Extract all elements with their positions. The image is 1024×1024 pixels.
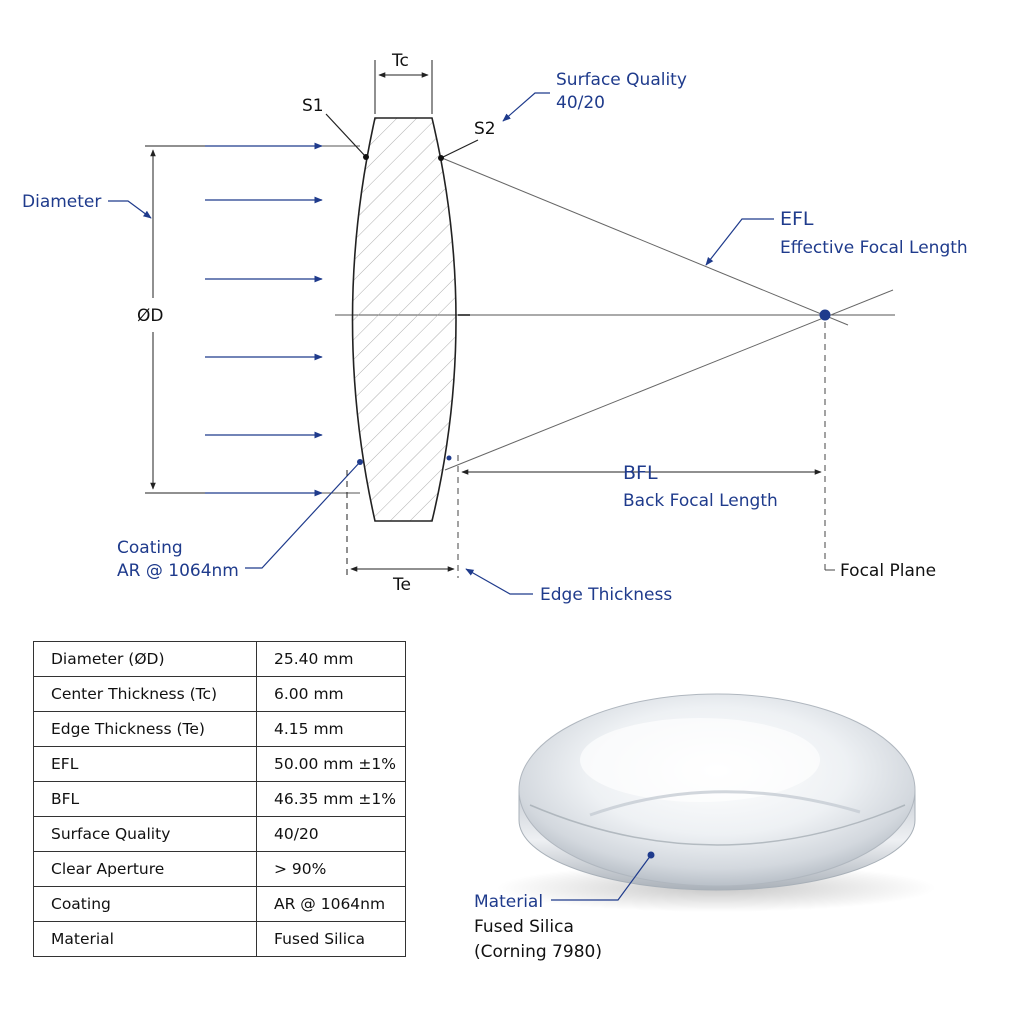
bfl-label: BFL	[623, 462, 658, 484]
spec-value: 40/20	[256, 816, 406, 852]
edge-thickness-leader	[465, 568, 533, 595]
s1-label: S1	[302, 96, 324, 116]
coating-title: Coating	[117, 538, 183, 558]
refracted-rays	[441, 157, 894, 471]
spec-name: Diameter (ØD)	[33, 641, 257, 677]
spec-name: Edge Thickness (Te)	[33, 711, 257, 747]
surface-quality-title: Surface Quality	[556, 70, 687, 90]
spec-value: AR @ 1064nm	[256, 886, 406, 922]
diameter-leader	[108, 200, 152, 219]
efl-label: EFL	[780, 208, 814, 230]
spec-name: EFL	[33, 746, 257, 782]
spec-value: 25.40 mm	[256, 641, 406, 677]
focal-point	[819, 309, 831, 321]
spec-row: Edge Thickness (Te)4.15 mm	[33, 711, 406, 747]
surface-quality-leader	[502, 92, 550, 122]
spec-row: Center Thickness (Tc)6.00 mm	[33, 676, 406, 712]
diameter-dimension	[145, 145, 205, 494]
diameter-symbol: ØD	[137, 306, 163, 326]
spec-row: Diameter (ØD)25.40 mm	[33, 641, 406, 677]
material-value: Fused Silica	[474, 917, 574, 937]
focal-plane-label: Focal Plane	[840, 561, 936, 581]
material-title: Material	[474, 892, 543, 912]
spec-name: Surface Quality	[33, 816, 257, 852]
surface-quality-value: 40/20	[556, 93, 605, 113]
spec-name: BFL	[33, 781, 257, 817]
efl-full-label: Effective Focal Length	[780, 238, 968, 258]
material-detail: (Corning 7980)	[474, 942, 602, 962]
diameter-label: Diameter	[22, 192, 101, 212]
tc-label: Tc	[391, 51, 409, 71]
spec-value: > 90%	[256, 851, 406, 887]
lens-render	[496, 693, 936, 912]
spec-value: 46.35 mm ±1%	[256, 781, 406, 817]
spec-value: Fused Silica	[256, 921, 406, 957]
spec-name: Coating	[33, 886, 257, 922]
coating-value: AR @ 1064nm	[117, 561, 239, 581]
incoming-rays	[205, 142, 323, 497]
spec-value: 50.00 mm ±1%	[256, 746, 406, 782]
coating-leader	[245, 461, 361, 569]
spec-name: Center Thickness (Tc)	[33, 676, 257, 712]
s1-point	[363, 154, 369, 160]
te-dimension	[346, 470, 455, 578]
edge-thickness-label: Edge Thickness	[540, 585, 672, 605]
spec-row: Clear Aperture> 90%	[33, 851, 406, 887]
bfl-full-label: Back Focal Length	[623, 491, 778, 511]
tc-dimension	[374, 60, 433, 114]
spec-name: Material	[33, 921, 257, 957]
spec-value: 4.15 mm	[256, 711, 406, 747]
s2-point	[438, 155, 444, 161]
lens-cross-section	[351, 117, 457, 522]
spec-name: Clear Aperture	[33, 851, 257, 887]
material-leader	[551, 854, 652, 901]
te-label: Te	[392, 575, 411, 595]
spec-value: 6.00 mm	[256, 676, 406, 712]
efl-leader	[705, 218, 774, 266]
s2-label: S2	[474, 119, 496, 139]
